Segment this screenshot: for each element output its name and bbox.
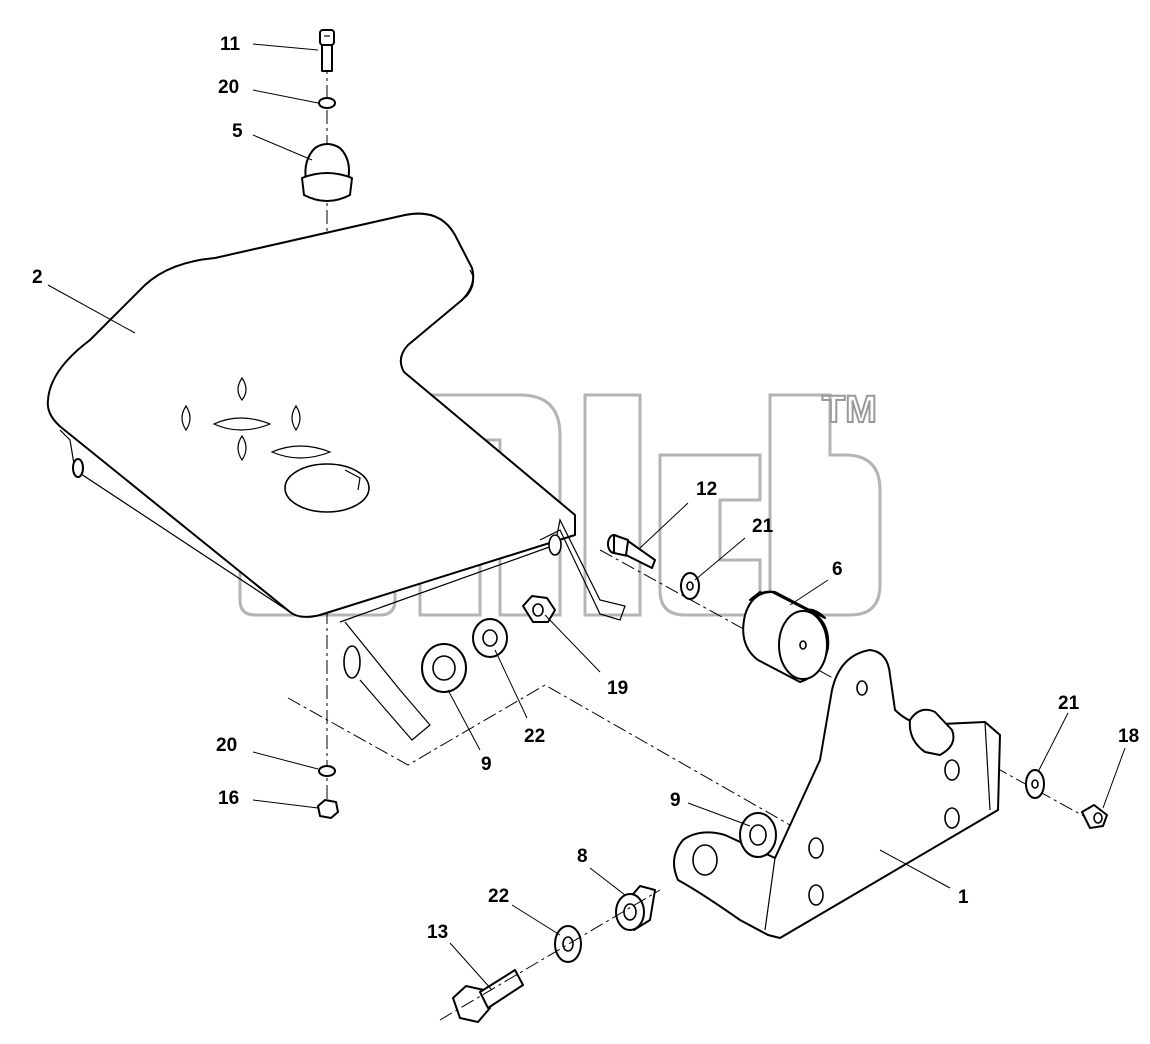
callout-5: 5 (232, 121, 243, 142)
callout-19: 19 (607, 678, 628, 699)
callout-2: 2 (32, 267, 43, 288)
leader-lines (47, 43, 1126, 991)
callout-9-right: 9 (670, 790, 681, 811)
callout-20-lower: 20 (216, 735, 237, 756)
part-22-washer-upper (472, 618, 508, 658)
part-8-flanged-bushing (615, 885, 656, 931)
part-16-nut (317, 799, 339, 819)
callout-21-upper: 21 (752, 516, 774, 537)
part-9-washer-left (421, 643, 467, 693)
part-21-washer-lower (1025, 769, 1045, 799)
callout-6: 6 (832, 559, 843, 580)
part-6-bush (742, 590, 830, 683)
part-9-washer-right (739, 812, 777, 858)
assembly-axis-lower (287, 684, 791, 826)
part-22-washer-lower (554, 925, 582, 963)
callout-8: 8 (577, 846, 588, 867)
callout-11: 11 (220, 34, 241, 55)
callout-12: 12 (696, 479, 717, 500)
part-1-lower-bracket (673, 649, 1001, 939)
callout-labels: 11 20 5 2 12 21 6 19 22 9 20 16 21 18 9 … (32, 34, 1139, 943)
callout-1: 1 (958, 887, 969, 908)
part-11-screw (319, 29, 335, 72)
callout-20-top: 20 (218, 77, 239, 98)
part-20-washer-top (318, 97, 336, 109)
part-5-rubber-buffer (301, 143, 353, 202)
callout-21-lower: 21 (1058, 693, 1080, 714)
callout-16: 16 (218, 788, 239, 809)
part-2-bracket-plate (46, 212, 626, 741)
callout-9-left: 9 (481, 754, 492, 775)
part-13-hex-bolt (439, 889, 661, 1023)
part-21-washer-upper (680, 572, 700, 600)
callout-18: 18 (1118, 726, 1139, 747)
part-19-nut (522, 595, 556, 623)
callout-22-upper: 22 (524, 726, 545, 747)
watermark-tm: TM (822, 389, 877, 431)
part-18-cap-nut (1081, 804, 1108, 829)
callout-13: 13 (427, 922, 448, 943)
part-20-washer-lower (318, 765, 336, 777)
callout-22-lower: 22 (488, 886, 509, 907)
part-12-bolt (607, 534, 656, 569)
